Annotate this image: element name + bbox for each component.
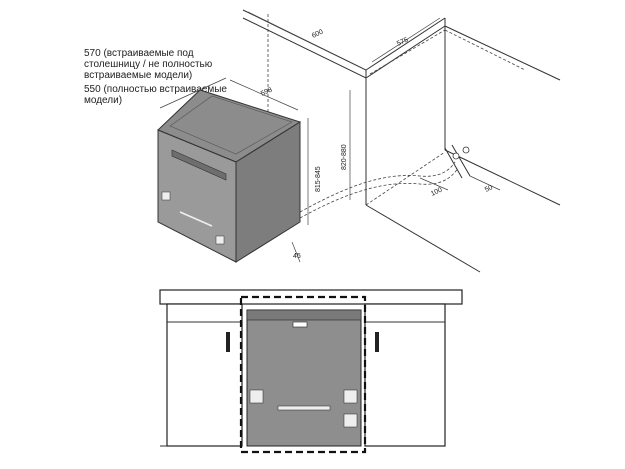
right-cabinet (364, 303, 446, 447)
dishwasher-unit (157, 89, 302, 263)
dishwasher-handle (277, 405, 331, 411)
control-strip (171, 149, 227, 181)
dim-45: 45 (293, 253, 301, 260)
adjust-screw-icon (161, 191, 171, 201)
back-wall-top (444, 25, 561, 81)
dim-line-598 (159, 77, 227, 109)
mounting-bracket-icon (249, 389, 264, 404)
isometric-installation-view: 600 575 820-880 598 815-845 45 (157, 9, 561, 273)
countertop-back-edge (365, 17, 446, 71)
note-full-height: 550 (полностью встраиваемые модели) (84, 84, 227, 106)
dim-line-575 (371, 17, 441, 63)
dim-50: 50 (484, 184, 494, 194)
dishwasher-front-panel (246, 309, 362, 447)
dim-line-100 (419, 177, 449, 191)
door-handle (179, 211, 213, 227)
inlet-hose (299, 167, 459, 219)
dishwasher-side (235, 121, 301, 263)
mounting-bracket-icon (343, 413, 358, 428)
back-floor-line (444, 149, 561, 206)
dim-line-50 (469, 175, 501, 191)
left-cabinet (166, 303, 243, 447)
countertop-back-edge-lower (365, 25, 446, 79)
note-partial-height: 570 (встраиваемые под столешницу / не по… (84, 48, 213, 81)
dishwasher-top-strip (246, 309, 362, 321)
right-cabinet-handle (375, 332, 379, 352)
left-cabinet-handle (226, 332, 230, 352)
water-tap-icon (444, 144, 471, 179)
front-installation-view (159, 289, 463, 454)
countertop-edge (242, 9, 367, 79)
adjust-screw-icon (215, 235, 225, 245)
mounting-bracket-icon (343, 389, 358, 404)
dim-line-600 (247, 11, 363, 69)
dim-100: 100 (430, 186, 444, 197)
dim-598: 598 (260, 86, 274, 97)
dim-600: 600 (311, 28, 325, 39)
door-latch (292, 321, 308, 328)
dim-575: 575 (396, 36, 410, 47)
dim-815-845: 815-845 (315, 166, 322, 192)
drain-hose (299, 161, 456, 213)
dim-line-45 (291, 241, 301, 263)
installation-opening-outline (239, 295, 367, 454)
dim-820-880: 820-880 (341, 144, 348, 170)
floor-line (365, 204, 481, 273)
